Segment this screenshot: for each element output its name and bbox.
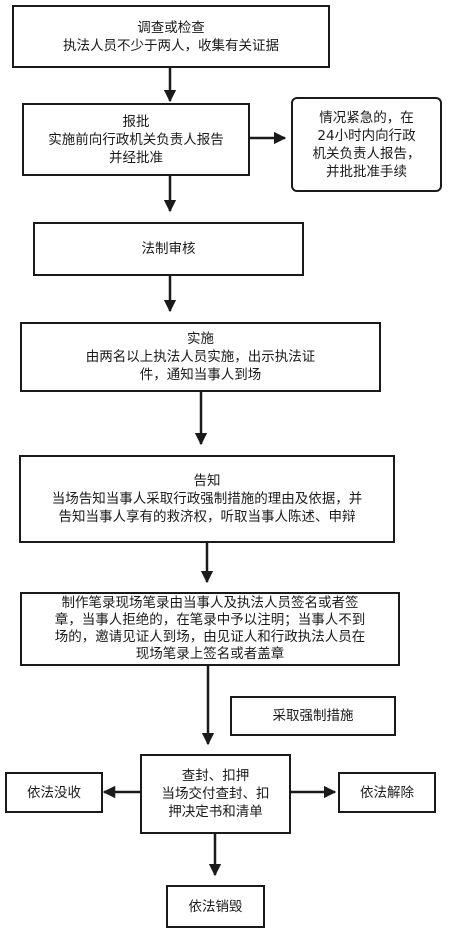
release-title: 依法解除 [360, 784, 414, 801]
implement-box: 实施 由两名以上执法人员实施，出示执法证 件，通知当事人到场 [20, 322, 381, 392]
approve-title: 报批 [122, 113, 150, 130]
legal-review-title: 法制审核 [141, 241, 196, 257]
implement-line-2: 件，通知当事人到场 [139, 367, 262, 383]
seal-line-1: 当场交付查封、扣 [161, 786, 270, 802]
approve-box: 报批 实施前向行政机关负责人报告 并经批准 [22, 103, 250, 176]
urgent-line-4: 并批批准手续 [326, 163, 407, 180]
record-line-4: 现场笔录上签名或者盖章 [135, 646, 285, 662]
release-box: 依法解除 [338, 772, 436, 813]
urgent-box: 情况紧急的，在 24小时内向行政 机关负责人报告， 并批批准手续 [291, 97, 442, 192]
seal-box: 查封、扣押 当场交付查封、扣 押决定书和清单 [140, 754, 291, 834]
inform-box: 告知 当场告知当事人采取行政强制措施的理由及依据，并 告知当事人享有的救济权，听… [19, 455, 395, 543]
legal-review-box: 法制审核 [33, 222, 304, 276]
measures-box: 采取强制措施 [230, 696, 396, 736]
seal-line-2: 押决定书和清单 [168, 804, 263, 820]
implement-line-1: 由两名以上执法人员实施，出示执法证 [85, 349, 316, 365]
inform-line-1: 当场告知当事人采取行政强制措施的理由及依据，并 [51, 491, 363, 507]
inform-line-2: 告知当事人享有的救济权，听取当事人陈述、申辩 [58, 509, 356, 525]
approve-line-2: 并经批准 [109, 149, 163, 166]
urgent-line-1: 情况紧急的，在 [319, 109, 414, 126]
record-box: 制作笔录现场笔录由当事人及执法人员签名或者签 章，当事人拒绝的，在笔录中予以注明… [20, 592, 400, 666]
implement-title: 实施 [187, 331, 214, 347]
urgent-line-2: 24小时内向行政 [317, 127, 416, 144]
destroy-box: 依法销毁 [166, 885, 265, 928]
seal-title: 查封、扣押 [181, 768, 250, 784]
measures-title: 采取强制措施 [272, 708, 354, 724]
record-line-1: 制作笔录现场笔录由当事人及执法人员签名或者签 [61, 595, 359, 611]
urgent-line-3: 机关负责人报告， [312, 145, 421, 162]
investigate-line-1: 执法人员不少于两人，收集有关证据 [63, 37, 279, 54]
record-line-3: 场的，邀请见证人到场，由见证人和行政执法人员在 [54, 629, 366, 645]
approve-line-1: 实施前向行政机关负责人报告 [48, 131, 224, 148]
confiscate-title: 依法没收 [27, 784, 81, 801]
investigate-title: 调查或检查 [137, 19, 205, 36]
investigate-box: 调查或检查 执法人员不少于两人，收集有关证据 [12, 5, 330, 68]
destroy-title: 依法销毁 [188, 898, 243, 915]
confiscate-box: 依法没收 [5, 772, 103, 813]
record-line-2: 章，当事人拒绝的，在笔录中予以注明；当事人不到 [54, 612, 366, 628]
inform-title: 告知 [193, 473, 221, 489]
